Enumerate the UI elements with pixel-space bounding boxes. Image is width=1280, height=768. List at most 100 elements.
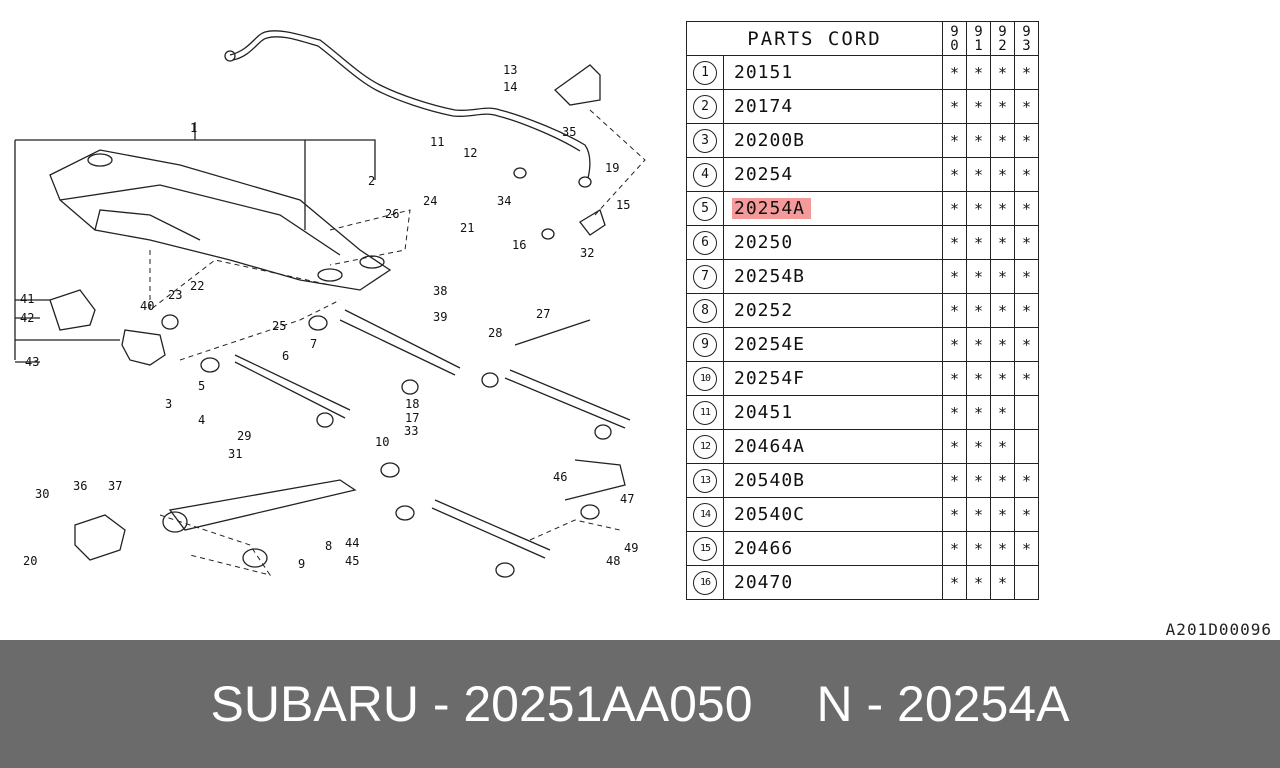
year-mark-cell: * (990, 259, 1015, 294)
year-mark-cell: * (966, 531, 991, 566)
year-mark-cell: * (990, 361, 1015, 396)
year-mark-cell: * (942, 55, 967, 90)
part-code: 20151 (734, 62, 794, 83)
year-mark-cell: * (990, 565, 1015, 600)
year-mark-cell: * (966, 191, 991, 226)
row-number-badge: 2 (693, 94, 717, 119)
year-mark-cell: * (1014, 259, 1039, 294)
part-code: 20466 (734, 538, 794, 559)
year-mark-cell: * (942, 497, 967, 532)
part-code: 20252 (734, 300, 794, 321)
row-number-cell: 12 (686, 429, 724, 464)
row-number-badge: 15 (693, 537, 717, 561)
callout-8: 8 (325, 539, 332, 553)
year-mark-cell: * (966, 123, 991, 158)
crossmember (49, 149, 392, 291)
callout-32: 32 (580, 246, 594, 260)
year-mark-cell: * (990, 191, 1015, 226)
footer-replacement-number: N - 20254A (816, 676, 1070, 732)
callout-9: 9 (298, 557, 305, 571)
year-mark-cell: * (1014, 463, 1039, 498)
row-number-cell: 8 (686, 293, 724, 328)
callout-41: 41 (20, 292, 34, 306)
year-mark-cell: * (966, 89, 991, 124)
part-code-cell: 20151 (723, 55, 943, 90)
callout-35: 35 (562, 125, 576, 139)
part-code: 20540B (734, 470, 806, 491)
year-mark-cell: * (942, 429, 967, 464)
year-mark-cell: * (942, 89, 967, 124)
callout-29: 29 (237, 429, 251, 443)
year-mark-cell: * (1014, 89, 1039, 124)
part-code-cell: 20254A (723, 191, 943, 226)
row-number-badge: 7 (693, 264, 717, 289)
part-code: 20254 (734, 164, 794, 185)
year-mark-cell: * (942, 191, 967, 226)
rear-link (431, 499, 551, 559)
part-code-cell: 20254F (723, 361, 943, 396)
callout-25: 25 (272, 319, 286, 333)
part-code-cell: 20466 (723, 531, 943, 566)
part-code: 20451 (734, 402, 794, 423)
row-number-badge: 6 (693, 230, 717, 255)
callout-30: 30 (35, 487, 49, 501)
part-code: 20254B (734, 266, 806, 287)
row-number-badge: 8 (693, 298, 717, 323)
callout-31: 31 (228, 447, 242, 461)
long-bolt-27 (514, 319, 591, 346)
callout-34: 34 (497, 194, 511, 208)
callout-28: 28 (488, 326, 502, 340)
part-code-highlighted: 20254A (732, 198, 812, 219)
year-mark-cell: * (966, 429, 991, 464)
year-mark-cell: * (966, 395, 991, 430)
year-mark-cell: * (1014, 157, 1039, 192)
callout-47: 47 (620, 492, 634, 506)
callout-11: 11 (430, 135, 444, 149)
year-mark-cell: * (990, 497, 1015, 532)
year-mark-cell: * (966, 327, 991, 362)
year-mark-cell: * (942, 463, 967, 498)
year-mark-cell: * (990, 55, 1015, 90)
year-mark-cell: * (990, 429, 1015, 464)
row-number-cell: 13 (686, 463, 724, 498)
part-code-cell: 20254B (723, 259, 943, 294)
lateral-link-right (504, 369, 631, 429)
year-mark-cell: * (942, 395, 967, 430)
row-number-badge: 5 (693, 196, 717, 221)
row-number-badge: 10 (693, 367, 717, 391)
year-mark-cell: * (942, 259, 967, 294)
callout-18: 18 (405, 397, 419, 411)
callout-39: 39 (433, 310, 447, 324)
part-code: 20464A (734, 436, 806, 457)
part-code-cell: 20451 (723, 395, 943, 430)
year-mark-cell: * (1014, 293, 1039, 328)
callout-7: 7 (310, 337, 317, 351)
callout-37: 37 (108, 479, 122, 493)
part-code-cell: 20464A (723, 429, 943, 464)
row-number-badge: 1 (693, 60, 717, 85)
part-code-cell: 20254 (723, 157, 943, 192)
stabilizer-link-46 (564, 459, 626, 501)
part-code-cell: 20252 (723, 293, 943, 328)
year-mark-cell: * (966, 565, 991, 600)
row-number-cell: 6 (686, 225, 724, 260)
year-mark-cell: * (990, 293, 1015, 328)
trailing-arm (168, 479, 357, 531)
year-mark-cell: * (1014, 497, 1039, 532)
year-mark-cell: * (1014, 361, 1039, 396)
row-number-cell: 16 (686, 565, 724, 600)
year-mark-cell: * (990, 531, 1015, 566)
callout-26: 26 (385, 207, 399, 221)
callout-20: 20 (23, 554, 37, 568)
bracket-13-14 (553, 64, 601, 106)
